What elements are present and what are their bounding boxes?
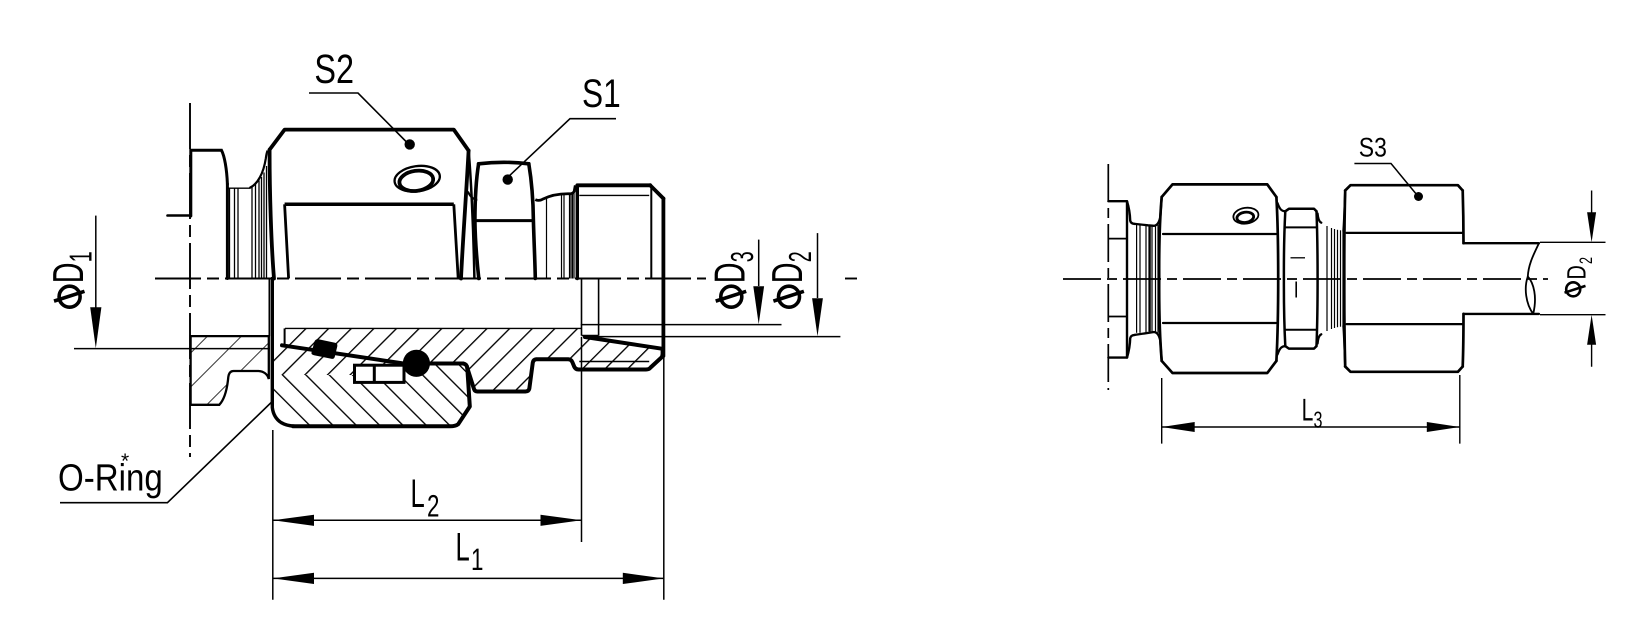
svg-text:L: L	[1302, 392, 1314, 428]
svg-text:D: D	[45, 263, 93, 284]
svg-text:3: 3	[1314, 407, 1323, 433]
svg-text:*: *	[121, 450, 129, 473]
svg-text:1: 1	[471, 542, 483, 577]
svg-text:2: 2	[427, 489, 439, 524]
svg-text:3: 3	[724, 251, 760, 262]
svg-text:2: 2	[782, 251, 818, 262]
svg-text:O-Ring: O-Ring	[58, 458, 163, 500]
svg-text:S1: S1	[582, 72, 621, 116]
svg-text:L: L	[411, 472, 425, 516]
svg-text:S2: S2	[314, 46, 354, 92]
svg-text:D: D	[764, 263, 812, 284]
svg-text:D: D	[1562, 265, 1592, 279]
svg-text:L: L	[456, 526, 470, 570]
svg-text:S3: S3	[1359, 133, 1387, 163]
svg-text:D: D	[707, 263, 755, 284]
svg-text:1: 1	[63, 251, 99, 262]
svg-text:2: 2	[1576, 257, 1596, 264]
